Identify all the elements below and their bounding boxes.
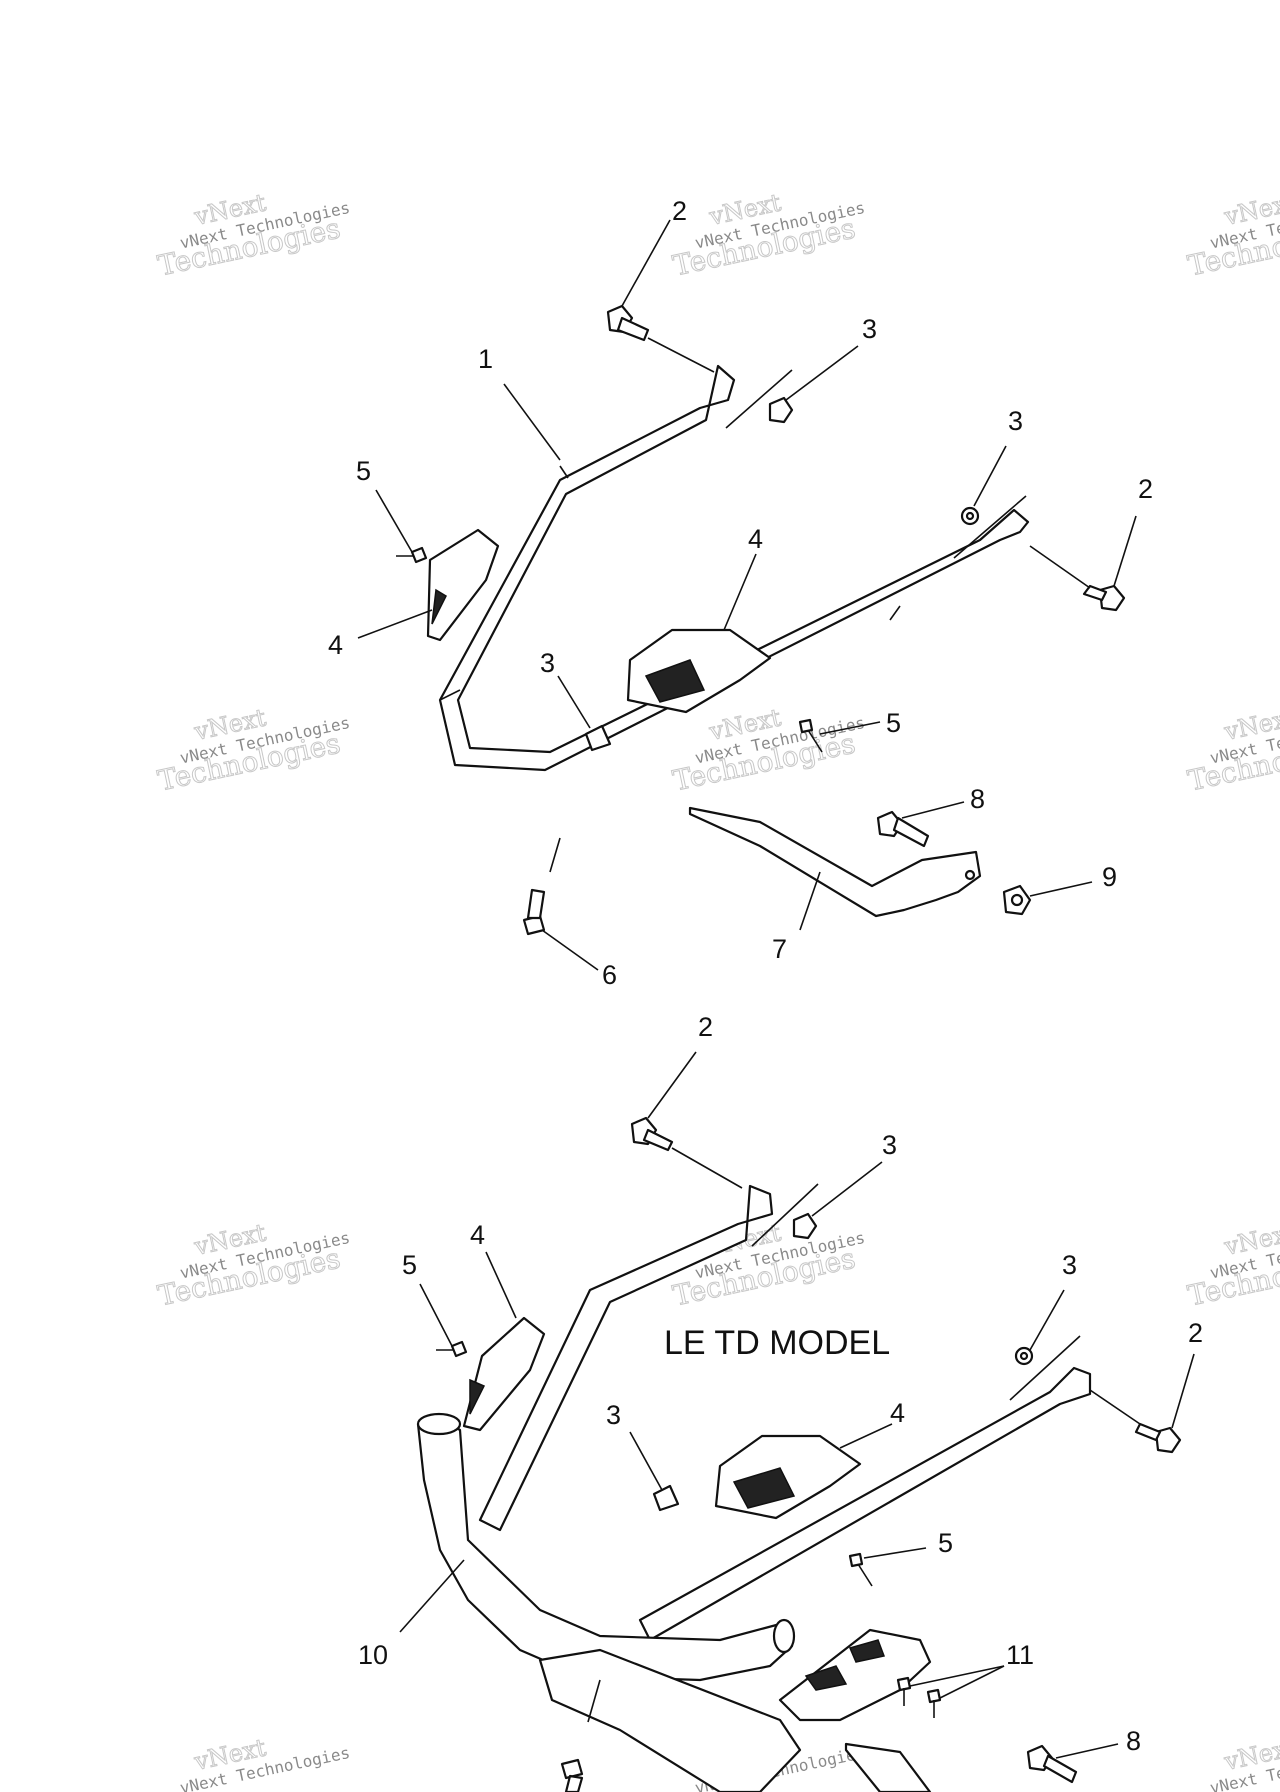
washer-3-bottom-right — [1014, 1346, 1034, 1366]
callout-8: 8 — [1126, 1726, 1141, 1756]
bumper-bracket-left-lower — [462, 1316, 546, 1432]
bolt-6-top — [522, 888, 546, 936]
callout-5: 5 — [938, 1528, 953, 1558]
extension-tube-bottom — [844, 1742, 932, 1792]
callout-9: 9 — [1102, 862, 1117, 892]
watermark-mid-left: vNext vNext Technologies Technologies — [154, 703, 351, 798]
callout-2: 2 — [698, 1012, 713, 1042]
watermark-bottom-left: vNext vNext Technologies — [178, 1733, 352, 1792]
callout-3: 3 — [540, 648, 555, 678]
nut-3-top — [768, 396, 794, 424]
callout-4: 4 — [470, 1220, 485, 1250]
callout-5: 5 — [356, 456, 371, 486]
callouts-top: 2 3 1 3 2 5 4 4 3 5 8 9 7 6 — [328, 196, 1153, 990]
bumper-frame-upper — [478, 1184, 1092, 1642]
watermark-bottom-right: vNext vNext Technologies — [1208, 1733, 1280, 1792]
screw-5-bottom-center — [848, 1552, 873, 1587]
callouts-bottom: 2 3 4 5 3 2 3 4 5 10 11 8 — [358, 1012, 1203, 1756]
bolt-2-bottom-right — [1134, 1422, 1182, 1454]
bottom-assembly: LE TD MODEL — [358, 1012, 1203, 1792]
callout-3: 3 — [882, 1130, 897, 1160]
callout-4: 4 — [748, 524, 763, 554]
bolt-8-bottom — [1026, 1744, 1078, 1784]
screw-5-left — [396, 546, 428, 564]
watermark-low-left: vNext vNext Technologies Technologies — [154, 1218, 351, 1313]
nut-9-top — [1002, 884, 1032, 916]
callout-10: 10 — [358, 1640, 388, 1670]
callout-2: 2 — [1188, 1318, 1203, 1348]
watermark-low-right: vNext vNext Technologies Technologies — [1184, 1218, 1280, 1313]
callout-1: 1 — [478, 344, 493, 374]
watermark-top-right: vNext vNext Technologies Technologies — [1184, 188, 1280, 283]
bolt-2-right — [1082, 584, 1126, 612]
callout-3: 3 — [606, 1400, 621, 1430]
washer-3-right — [960, 506, 980, 526]
bumper-bracket-center — [626, 628, 772, 714]
bumper-mount-plate — [538, 1628, 932, 1792]
callout-3: 3 — [1062, 1250, 1077, 1280]
top-assembly: 2 3 1 3 2 5 4 4 3 5 8 9 7 6 — [328, 196, 1153, 990]
bumper-bracket-center-lower — [714, 1434, 862, 1520]
callout-2: 2 — [672, 196, 687, 226]
callout-2: 2 — [1138, 474, 1153, 504]
screws-11 — [896, 1676, 942, 1718]
screw-5-bottom-left — [436, 1340, 468, 1358]
leader-lines-top — [357, 219, 1137, 971]
bolt-6-bottom — [560, 1758, 584, 1792]
watermark-top-left: vNext vNext Technologies Technologies — [154, 188, 351, 283]
leader-lines-bottom — [399, 1051, 1195, 1759]
front-hoop-tube — [416, 1412, 796, 1682]
callout-5: 5 — [886, 708, 901, 738]
callout-4: 4 — [328, 630, 343, 660]
clip-nut-3-bottom — [652, 1484, 680, 1512]
bumper-extension-tube — [688, 806, 982, 918]
callout-5: 5 — [402, 1250, 417, 1280]
callout-3: 3 — [1008, 406, 1023, 436]
clip-nut-3-center — [584, 724, 612, 752]
bolt-2-top — [606, 304, 650, 342]
callout-4: 4 — [890, 1398, 905, 1428]
callout-11: 11 — [1006, 1640, 1034, 1670]
bumper-bracket-left — [426, 528, 500, 642]
callout-3: 3 — [862, 314, 877, 344]
front-bumper-tube — [438, 364, 1030, 772]
watermark-top-center: vNext vNext Technologies Technologies — [669, 188, 866, 283]
callout-7: 7 — [772, 934, 787, 964]
callout-6: 6 — [602, 960, 617, 990]
watermarks: vNext vNext Technologies Technologies vN… — [154, 188, 1280, 1792]
nut-3-bottom-top — [792, 1212, 818, 1240]
watermark-mid-right: vNext vNext Technologies Technologies — [1184, 703, 1280, 798]
model-label: LE TD MODEL — [664, 1324, 890, 1362]
bolt-2-bottom-top — [630, 1116, 674, 1152]
bolt-8-top — [876, 810, 930, 848]
callout-8: 8 — [970, 784, 985, 814]
screw-5-center — [798, 718, 823, 753]
